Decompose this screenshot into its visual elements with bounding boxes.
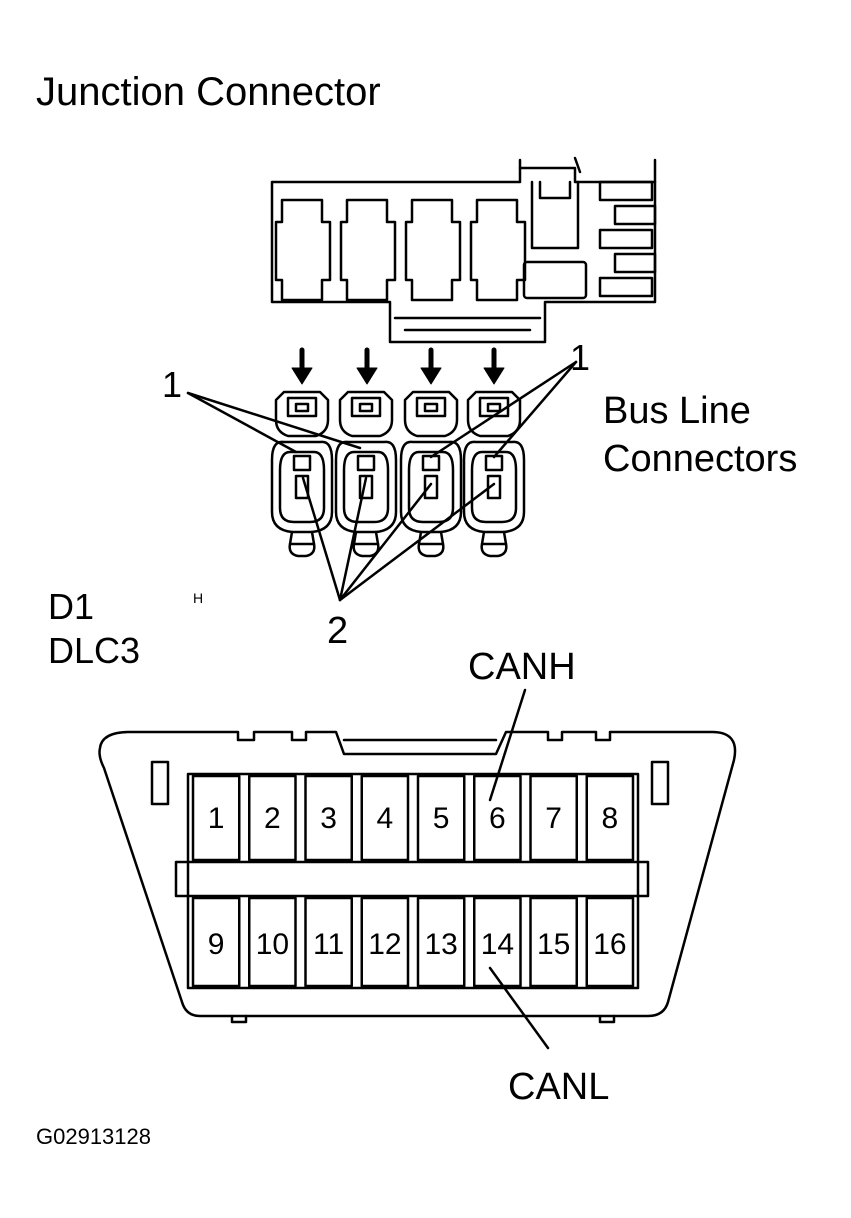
- dlc3-pin-number: 8: [602, 802, 619, 835]
- dlc3-pin-cell: [360, 896, 410, 988]
- connectors-label: Connectors: [603, 438, 798, 480]
- canl-label: CANL: [508, 1066, 610, 1108]
- dlc3-label: DLC3: [48, 630, 141, 671]
- dlc3-pin-number: 3: [320, 802, 337, 835]
- dlc3-center-bar: [174, 860, 650, 898]
- insertion-arrows: [291, 347, 505, 385]
- dlc3-pin-frame: [186, 772, 640, 990]
- figure-code: G02913128: [36, 1124, 151, 1149]
- dlc3-pin-cell: [585, 896, 635, 988]
- dlc3-pin-cell: [248, 896, 297, 988]
- dlc3-pin-number: 5: [433, 802, 450, 835]
- callout-2: 2: [327, 610, 349, 652]
- dlc3-pin-cell: [585, 774, 635, 862]
- dlc3-pin-number: 7: [545, 802, 562, 835]
- dlc3-pin-number: 4: [377, 802, 394, 835]
- dlc3-pin-cell: [191, 774, 241, 862]
- dlc3-pin-number: 1: [208, 802, 225, 835]
- bus-line-connectors: [270, 390, 526, 558]
- dlc3-pin-number: 12: [368, 928, 401, 961]
- dlc3-pin-number: 6: [489, 802, 506, 835]
- dlc3-pin-cell: [248, 774, 297, 862]
- junction-cavities: [274, 198, 527, 302]
- dlc3-pin-cell: [529, 896, 578, 988]
- dlc3-pin-number: 10: [256, 928, 289, 961]
- dlc3-pin-cell: [191, 896, 241, 988]
- dlc3-pin-number: 9: [208, 928, 225, 961]
- dlc3-pin-number: 13: [424, 928, 457, 961]
- h-mark: H: [193, 590, 204, 606]
- dlc3-pin-cell: [360, 774, 410, 862]
- junction-connector-body: [270, 156, 657, 344]
- dlc3-pin-number: 14: [481, 928, 514, 961]
- d1-label: D1: [48, 586, 95, 627]
- callout-1-right: 1: [570, 337, 591, 378]
- dlc3-pin-cell: [416, 774, 466, 862]
- bus-line-terminal: [334, 390, 398, 558]
- callout-1-left: 1: [162, 364, 183, 405]
- dlc3-pin-number: 15: [537, 928, 570, 961]
- dlc3-pin-cell: [529, 774, 578, 862]
- dlc3-pin-cell: [473, 774, 522, 862]
- bus-line-terminal: [462, 390, 526, 558]
- bus-line-terminal: [270, 390, 334, 558]
- dlc3-pin-cell: [304, 774, 353, 862]
- dlc3-pin-number: 11: [313, 928, 344, 961]
- dlc3-pin-number: 16: [593, 928, 626, 961]
- bus-line-label: Bus Line: [603, 390, 751, 432]
- callout-leader-lines: [186, 360, 578, 1050]
- dlc3-pin-number: 2: [264, 802, 281, 835]
- canh-label: CANH: [468, 646, 576, 688]
- junction-connector-title: Junction Connector: [36, 70, 381, 114]
- bus-line-terminal: [399, 390, 463, 558]
- junction-side-slots: [598, 180, 657, 298]
- dlc3-pin-cell: [416, 896, 466, 988]
- dlc3-pin-cell: [304, 896, 353, 988]
- dlc3-pin-cell: [473, 896, 522, 988]
